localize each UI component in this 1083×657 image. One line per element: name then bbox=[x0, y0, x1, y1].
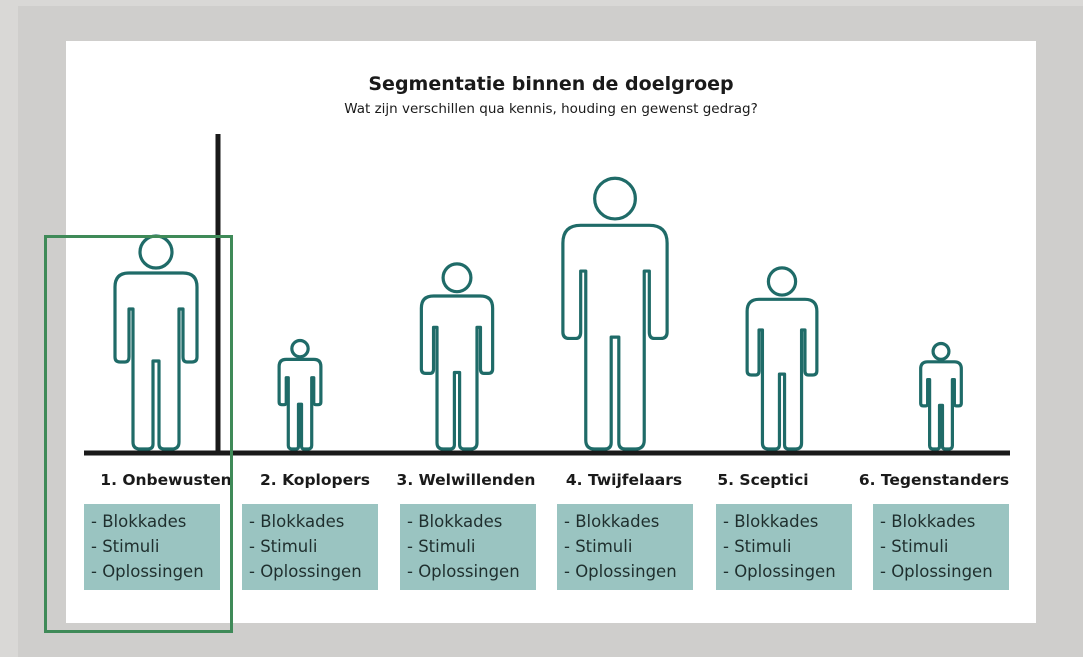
box-item-oplossingen: - Oplossingen bbox=[564, 562, 677, 581]
box-item-blokkades: - Blokkades bbox=[880, 512, 976, 531]
segment-box-4: - Blokkades - Stimuli - Oplossingen bbox=[557, 504, 693, 590]
segment-label-3: 3. Welwillenden bbox=[396, 471, 536, 489]
person-body bbox=[277, 357, 323, 451]
segment-label-6: 6. Tegenstanders bbox=[858, 471, 1010, 489]
box-item-blokkades: - Blokkades bbox=[249, 512, 345, 531]
segment-box-5: - Blokkades - Stimuli - Oplossingen bbox=[716, 504, 852, 590]
person-body bbox=[919, 360, 963, 451]
person-figure-icon bbox=[745, 266, 819, 451]
box-item-oplossingen: - Oplossingen bbox=[407, 562, 520, 581]
box-item-stimuli: - Stimuli bbox=[723, 537, 792, 556]
segment-box-6: - Blokkades - Stimuli - Oplossingen bbox=[873, 504, 1009, 590]
box-item-blokkades: - Blokkades bbox=[723, 512, 819, 531]
person-figure-icon bbox=[561, 176, 669, 451]
diagram-title: Segmentatie binnen de doelgroep bbox=[368, 73, 734, 95]
box-item-blokkades: - Blokkades bbox=[91, 512, 187, 531]
box-item-stimuli: - Stimuli bbox=[880, 537, 949, 556]
box-item-stimuli: - Stimuli bbox=[407, 537, 476, 556]
box-item-oplossingen: - Oplossingen bbox=[249, 562, 362, 581]
person-head bbox=[766, 266, 798, 297]
segment-box-3: - Blokkades - Stimuli - Oplossingen bbox=[400, 504, 536, 590]
person-figure-icon bbox=[277, 338, 323, 451]
box-item-oplossingen: - Oplossingen bbox=[880, 562, 993, 581]
box-item-stimuli: - Stimuli bbox=[564, 537, 633, 556]
box-item-oplossingen: - Oplossingen bbox=[723, 562, 836, 581]
person-body bbox=[561, 223, 669, 451]
diagram-subtitle: Wat zijn verschillen qua kennis, houding… bbox=[344, 101, 758, 117]
figures-svg bbox=[84, 134, 1010, 456]
box-item-stimuli: - Stimuli bbox=[91, 537, 160, 556]
person-head bbox=[290, 338, 310, 359]
segment-label-5: 5. Sceptici bbox=[717, 471, 809, 489]
person-figure-icon bbox=[919, 341, 963, 451]
person-body bbox=[745, 297, 819, 451]
box-item-stimuli: - Stimuli bbox=[249, 537, 318, 556]
slide: Segmentatie binnen de doelgroep Wat zijn… bbox=[66, 41, 1036, 623]
person-head bbox=[441, 262, 473, 294]
segment-label-2: 2. Koplopers bbox=[260, 471, 370, 489]
box-item-blokkades: - Blokkades bbox=[407, 512, 503, 531]
person-body bbox=[419, 294, 495, 451]
segment-label-4: 4. Twijfelaars bbox=[565, 471, 683, 489]
box-item-blokkades: - Blokkades bbox=[564, 512, 660, 531]
person-head bbox=[593, 176, 637, 221]
person-body bbox=[113, 271, 199, 451]
person-head bbox=[931, 341, 951, 361]
person-figure-icon bbox=[419, 262, 495, 451]
selection-highlight bbox=[44, 235, 233, 633]
segment-box-2: - Blokkades - Stimuli - Oplossingen bbox=[242, 504, 378, 590]
box-item-oplossingen: - Oplossingen bbox=[91, 562, 204, 581]
segment-label-1: 1. Onbewusten bbox=[100, 471, 232, 489]
segment-box-1: - Blokkades - Stimuli - Oplossingen bbox=[84, 504, 220, 590]
